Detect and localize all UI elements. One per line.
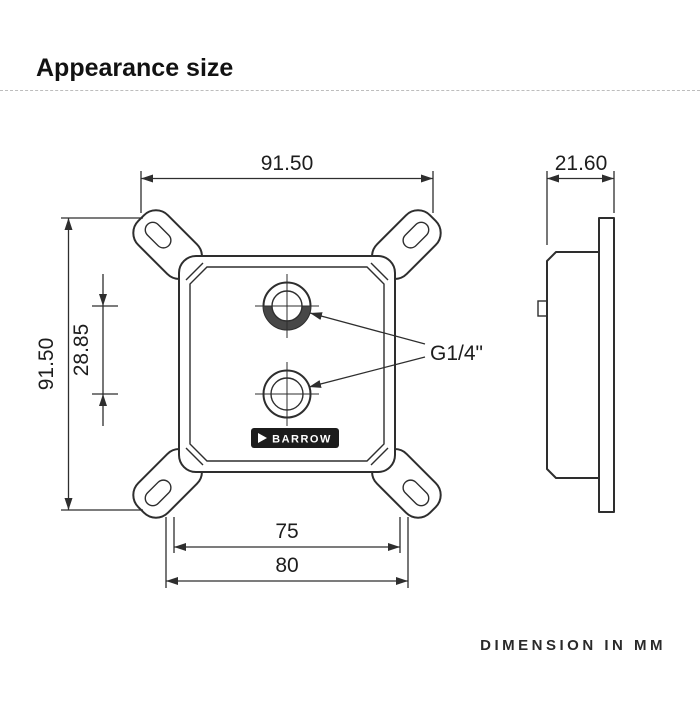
technical-drawing: BARROW 91.50 21.60 91.50 28.85: [35, 152, 615, 588]
dim-overall-width-value: 91.50: [261, 152, 314, 175]
port-upper-shading: [263, 306, 311, 330]
dim-overall-height-value: 91.50: [35, 338, 58, 391]
dim-depth-value: 21.60: [555, 152, 608, 175]
corner-tick-tr: [370, 262, 389, 281]
dim-port-spacing: 28.85: [70, 274, 118, 426]
side-bracket-plate: [598, 217, 615, 513]
corner-tick-tl: [185, 262, 204, 281]
block-inner-face: [189, 266, 385, 462]
dim-overall-height: 91.50: [35, 217, 143, 511]
page-title: Appearance size: [36, 54, 234, 82]
units-note: DIMENSION IN MM: [480, 637, 666, 654]
port-upper: [255, 274, 319, 338]
port-lower: [255, 362, 319, 426]
logo-play-icon: [258, 433, 267, 443]
corner-tick-br: [370, 447, 389, 466]
side-view: [537, 217, 615, 513]
dim-bottom-inner: 75: [173, 517, 401, 553]
corner-tick-bl: [185, 447, 204, 466]
brand-logo: BARROW: [251, 428, 339, 448]
drawing-area: BARROW 91.50 21.60 91.50 28.85: [0, 90, 700, 700]
logo-text: BARROW: [272, 434, 332, 446]
dim-bottom-outer: 80: [165, 517, 409, 588]
side-block-body: [546, 251, 600, 479]
dim-overall-width: 91.50: [140, 152, 434, 213]
front-view: BARROW: [132, 209, 442, 519]
dim-depth: 21.60: [546, 152, 615, 245]
dim-port-spacing-value: 28.85: [70, 324, 93, 377]
thread-label: G1/4": [430, 342, 483, 365]
dim-bottom-outer-value: 80: [275, 554, 298, 577]
side-port-tab: [537, 300, 548, 317]
thread-callout: G1/4": [308, 312, 483, 388]
dashed-divider: [0, 90, 700, 91]
dim-bottom-inner-value: 75: [275, 520, 298, 543]
